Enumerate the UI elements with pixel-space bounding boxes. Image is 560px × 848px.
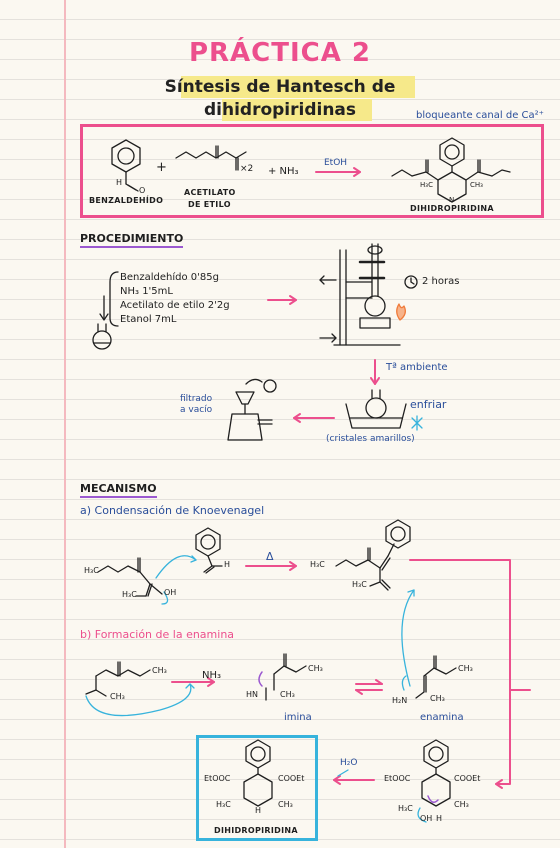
final-product-label: DIHIDROPIRIDINA: [214, 826, 298, 835]
clock-icon: [404, 275, 418, 289]
imine-ch3-label: CH₃: [308, 664, 323, 673]
product-h3c-label: H₃C: [310, 560, 325, 569]
intermediate-cooet-label: COOEt: [454, 774, 481, 783]
reagent-item: Etanol 7mL: [120, 314, 177, 325]
product-ch3-label: CH₃: [470, 181, 483, 189]
ethyl-acetoacetate-structure: [175, 145, 247, 171]
final-nh-label: H: [255, 806, 262, 815]
imine-hn-label: HN: [246, 690, 258, 699]
reactant-benzaldehyde-label: BENZALDEHÍDO: [89, 196, 164, 205]
enamine-reactant-ester: [85, 661, 151, 697]
product-n-label: N: [449, 196, 455, 204]
vacuum-filtration-drawing: [227, 378, 277, 441]
round-flask-icon: [92, 323, 112, 350]
final-dihydropyridine-structure: [243, 739, 273, 807]
reactant-oh-label: OH: [164, 588, 177, 597]
notebook-margin-line: [64, 0, 66, 848]
aldehyde-h-label: H: [116, 178, 123, 187]
page-title: PRÁCTICA 2: [188, 38, 372, 68]
knoevenagel-reactant-ester: [97, 557, 163, 597]
reactant-acetylate-label-line2: DE ETILO: [188, 200, 231, 209]
final-etooc-label: EtOOC: [204, 774, 231, 783]
enamine-ch3-label: CH₃: [430, 694, 445, 703]
room-temperature-label: Tª ambiente: [386, 362, 448, 373]
final-h3c-label: H₃C: [216, 800, 231, 809]
reactant-h3c-label: H₃C: [84, 566, 99, 575]
final-product-box: [196, 735, 318, 841]
knoevenagel-product-structure: [335, 519, 411, 591]
ester-ch3-label: CH₃: [152, 666, 167, 675]
final-cooet-label: COOEt: [278, 774, 305, 783]
product-dihydropyridine-label: DIHIDROPIRIDINA: [410, 204, 494, 213]
times-two-label: ×2: [240, 164, 254, 174]
intermediate-etooc-label: EtOOC: [384, 774, 411, 783]
imine-structure: [265, 653, 307, 701]
mechanism-heading: MECANISMO: [80, 482, 157, 498]
reflux-apparatus-drawing: [319, 243, 401, 346]
ammonia-label: NH₃: [202, 670, 222, 681]
intermediate-h-label: H: [436, 814, 443, 823]
flame-icon: [396, 303, 406, 321]
filtration-label-line1: filtrado: [180, 394, 213, 404]
aldehyde-h-label: H: [224, 560, 231, 569]
knoevenagel-reactant-benzaldehyde: [195, 527, 223, 574]
intermediate-oh-label: OH: [420, 814, 433, 823]
imine-label: imina: [284, 712, 312, 723]
cool-label: enfriar: [410, 398, 447, 411]
intermediate-h3c-label: H₃C: [398, 804, 413, 813]
ammonia-reagent: + NH₃: [268, 166, 299, 177]
reaction-box: [80, 124, 544, 218]
cyclization-intermediate-structure: [421, 739, 451, 807]
reaction-time-label: 2 horas: [422, 276, 460, 287]
product-h3c-label: H₃C: [420, 181, 433, 189]
heat-delta-label: Δ: [266, 550, 274, 563]
final-ch3-label: CH₃: [278, 800, 293, 809]
aldehyde-o-label: O: [139, 186, 146, 195]
reactant-h3c-label: H₃C: [122, 590, 137, 599]
note-calcium-blocker: bloqueante canal de Ca²⁺: [416, 110, 544, 121]
step-a-heading: a) Condensación de Knoevenagel: [80, 504, 265, 517]
ice-bath-drawing: [345, 389, 407, 429]
reactant-acetylate-label-line1: ACETILATO: [184, 188, 236, 197]
reagent-item: Acetilato de etilo 2'2g: [120, 300, 230, 311]
ester-ch3-label: CH₃: [110, 692, 125, 701]
reagent-item: Benzaldehído 0'85g: [120, 272, 219, 283]
filtration-label-line2: a vacío: [180, 405, 213, 415]
snowflake-icon: [411, 415, 423, 431]
intermediate-ch3-label: CH₃: [454, 800, 469, 809]
water-loss-label: H₂O: [340, 758, 358, 768]
enamine-label: enamina: [420, 712, 464, 723]
dihydropyridine-product-structure: [391, 137, 511, 203]
title-highlight: [222, 99, 372, 121]
enamine-ch3-label: CH₃: [458, 664, 473, 673]
title-highlight: [181, 76, 415, 98]
subtitle-line2: dihidropiridinas: [203, 100, 357, 120]
enamine-h2n-label: H₂N: [392, 696, 408, 705]
step-b-heading: b) Formación de la enamina: [80, 628, 235, 641]
procedure-heading: PROCEDIMIENTO: [80, 232, 184, 248]
solvent-label: EtOH: [324, 158, 348, 168]
reagent-item: NH₃ 1'5mL: [120, 286, 173, 297]
benzaldehyde-structure: [111, 139, 141, 192]
crystals-label: (cristales amarillos): [326, 434, 415, 444]
imine-ch3-label: CH₃: [280, 690, 295, 699]
plus-sign: +: [156, 160, 167, 175]
subtitle-line1: Síntesis de Hantesch de: [164, 77, 396, 97]
enamine-structure: [415, 655, 457, 699]
product-h3c-label: H₃C: [352, 580, 367, 589]
